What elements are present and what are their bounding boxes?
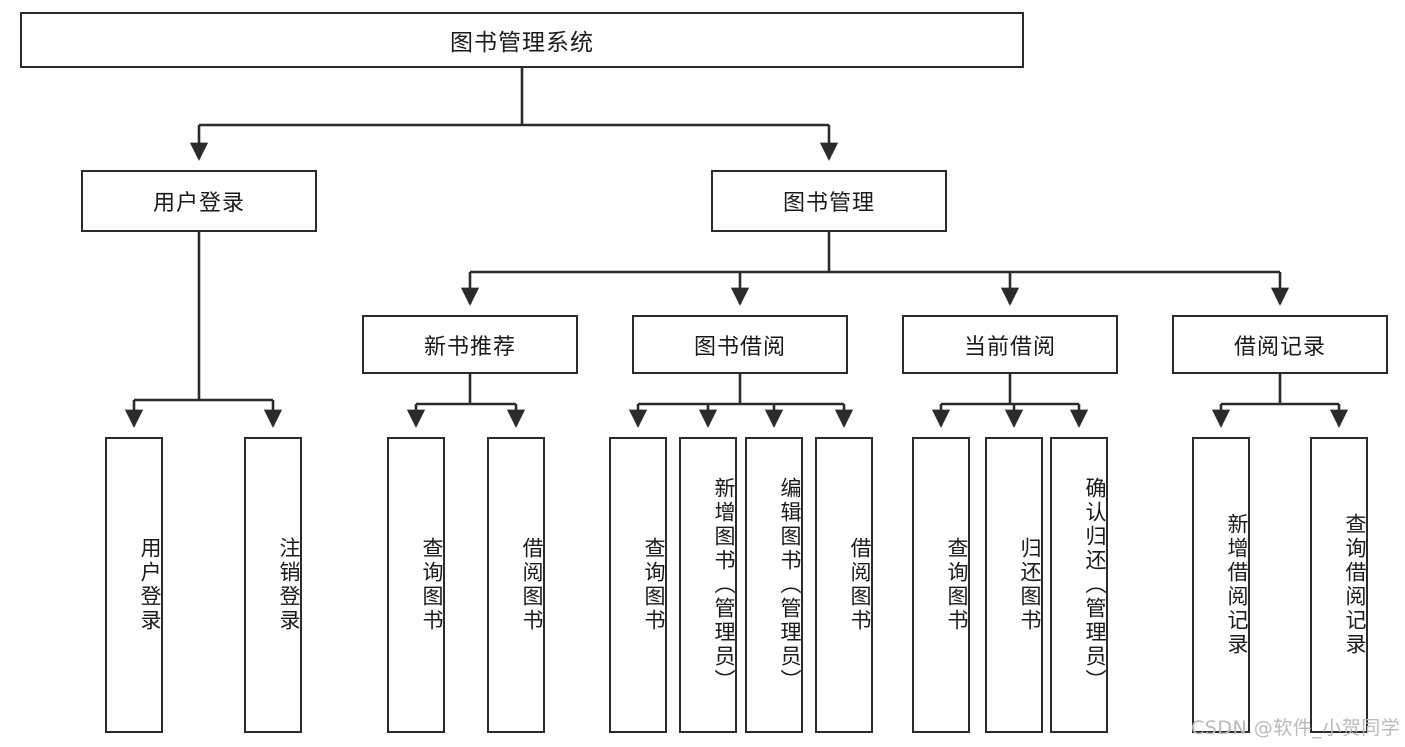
node-label: 当前借阅	[963, 334, 1056, 360]
node-label: 新书推荐	[423, 334, 516, 360]
node-leaf-query-book-current[interactable]: 查询图书	[912, 437, 970, 733]
node-label: 图书借阅	[693, 334, 786, 360]
node-leaf-user-login[interactable]: 用户登录	[105, 437, 163, 733]
node-book-manage[interactable]: 图书管理	[711, 170, 947, 232]
node-label: 查询图书	[945, 537, 969, 633]
node-leaf-logout-login[interactable]: 注销登录	[244, 437, 302, 733]
node-root[interactable]: 图书管理系统	[20, 12, 1024, 68]
node-leaf-edit-book-admin[interactable]: 编辑图书（管理员）	[745, 437, 803, 733]
node-leaf-borrow-book-rec[interactable]: 借阅图书	[487, 437, 545, 733]
node-leaf-query-borrow-record[interactable]: 查询借阅记录	[1310, 437, 1368, 733]
node-book-borrow[interactable]: 图书借阅	[632, 315, 848, 374]
node-label: 编辑图书（管理员）	[778, 477, 802, 693]
node-label: 新增图书（管理员）	[712, 477, 736, 693]
node-leaf-confirm-return-admin[interactable]: 确认归还（管理员）	[1050, 437, 1108, 733]
node-label: 用户登录	[138, 537, 162, 633]
node-label: 查询图书	[420, 537, 444, 633]
node-label: 图书管理系统	[450, 30, 594, 56]
node-label: 查询图书	[642, 537, 666, 633]
node-leaf-add-book-admin[interactable]: 新增图书（管理员）	[679, 437, 737, 733]
node-label: 借阅图书	[848, 537, 872, 633]
node-leaf-add-borrow-record[interactable]: 新增借阅记录	[1192, 437, 1250, 733]
node-new-book-recommend[interactable]: 新书推荐	[362, 315, 578, 374]
node-leaf-borrow-book-borrow[interactable]: 借阅图书	[815, 437, 873, 733]
node-label: 查询借阅记录	[1343, 513, 1367, 657]
node-leaf-query-book-rec[interactable]: 查询图书	[387, 437, 445, 733]
node-label: 借阅图书	[520, 537, 544, 633]
node-label: 图书管理	[782, 191, 875, 216]
node-label: 确认归还（管理员）	[1083, 477, 1107, 693]
node-leaf-query-book-borrow[interactable]: 查询图书	[609, 437, 667, 733]
node-borrow-record[interactable]: 借阅记录	[1172, 315, 1388, 374]
node-label: 用户登录	[152, 191, 245, 216]
csdn-watermark: CSDN @软件_小贺同学	[1191, 717, 1401, 739]
node-label: 注销登录	[277, 537, 301, 633]
node-label: 新增借阅记录	[1225, 513, 1249, 657]
node-leaf-return-book[interactable]: 归还图书	[985, 437, 1043, 733]
node-user-login[interactable]: 用户登录	[81, 170, 317, 232]
node-current-borrow[interactable]: 当前借阅	[902, 315, 1118, 374]
node-label: 借阅记录	[1233, 334, 1326, 360]
node-label: 归还图书	[1018, 537, 1042, 633]
